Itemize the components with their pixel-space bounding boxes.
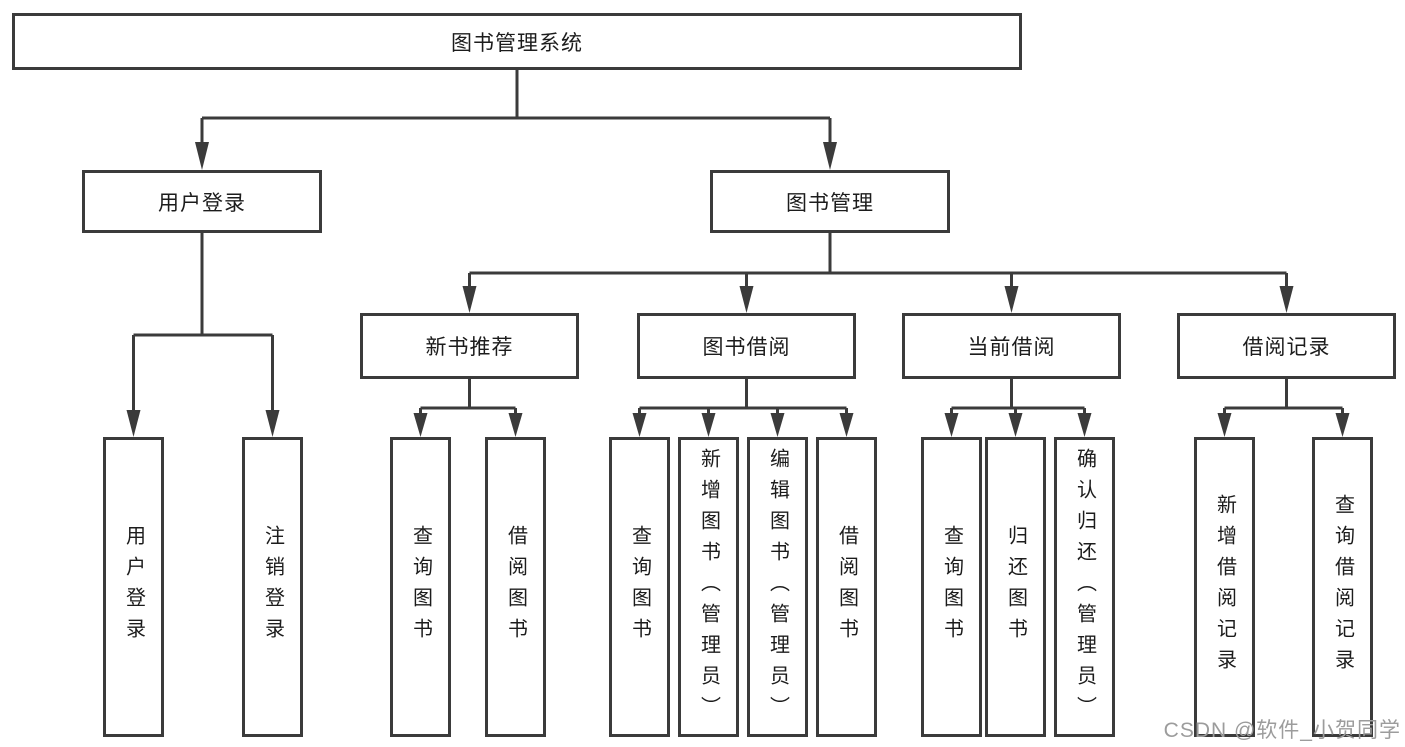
node-borrow-record: 借阅记录 (1177, 313, 1396, 379)
leaf-logout: 注销登录 (242, 437, 303, 737)
arrowhead (1077, 413, 1092, 437)
node-current-borrow: 当前借阅 (902, 313, 1121, 379)
leaf-edit-books-admin: 编辑图书（管理员） (747, 437, 808, 737)
node-book-management: 图书管理 (710, 170, 950, 233)
leaf-add-books-admin: 新增图书（管理员） (678, 437, 739, 737)
arrowhead (823, 142, 837, 170)
arrowhead (632, 413, 647, 437)
arrowhead (944, 413, 959, 437)
leaf-query-books-2: 查询图书 (609, 437, 670, 737)
arrowhead (1008, 413, 1023, 437)
connector-borrow-record-children (1223, 379, 1344, 415)
leaf-query-books-3: 查询图书 (921, 437, 982, 737)
arrowhead (739, 286, 754, 313)
connector-book-borrow-children (638, 379, 848, 415)
node-user-login: 用户登录 (82, 170, 322, 233)
node-new-book-recommend: 新书推荐 (360, 313, 579, 379)
arrowhead (839, 413, 854, 437)
arrowhead (265, 410, 280, 437)
arrowhead (1004, 286, 1019, 313)
arrowhead (126, 410, 141, 437)
arrowhead (462, 286, 477, 313)
arrowhead (1279, 286, 1294, 313)
leaf-borrow-books-1: 借阅图书 (485, 437, 546, 737)
leaf-confirm-return-admin: 确认归还（管理员） (1054, 437, 1115, 737)
node-book-borrow: 图书借阅 (637, 313, 856, 379)
leaf-return-books: 归还图书 (985, 437, 1046, 737)
arrowhead (413, 413, 428, 437)
connector-root-to-level2 (200, 70, 832, 144)
arrowhead (1217, 413, 1232, 437)
connector-current-borrow-children (950, 379, 1086, 415)
connector-book-mgmt-to-level3 (468, 233, 1288, 287)
connector-user-login-children (132, 233, 274, 412)
arrowhead (701, 413, 716, 437)
arrowhead (770, 413, 785, 437)
arrowhead (1335, 413, 1350, 437)
leaf-borrow-books-2: 借阅图书 (816, 437, 877, 737)
leaf-query-books-1: 查询图书 (390, 437, 451, 737)
leaf-add-borrow-record: 新增借阅记录 (1194, 437, 1255, 737)
node-root-system: 图书管理系统 (12, 13, 1022, 70)
arrowhead (195, 142, 209, 170)
arrowhead (508, 413, 523, 437)
leaf-user-login: 用户登录 (103, 437, 164, 737)
csdn-watermark: CSDN @软件_小贺同学 (1163, 719, 1401, 742)
connector-new-book-children (419, 379, 517, 415)
leaf-query-borrow-record: 查询借阅记录 (1312, 437, 1373, 737)
